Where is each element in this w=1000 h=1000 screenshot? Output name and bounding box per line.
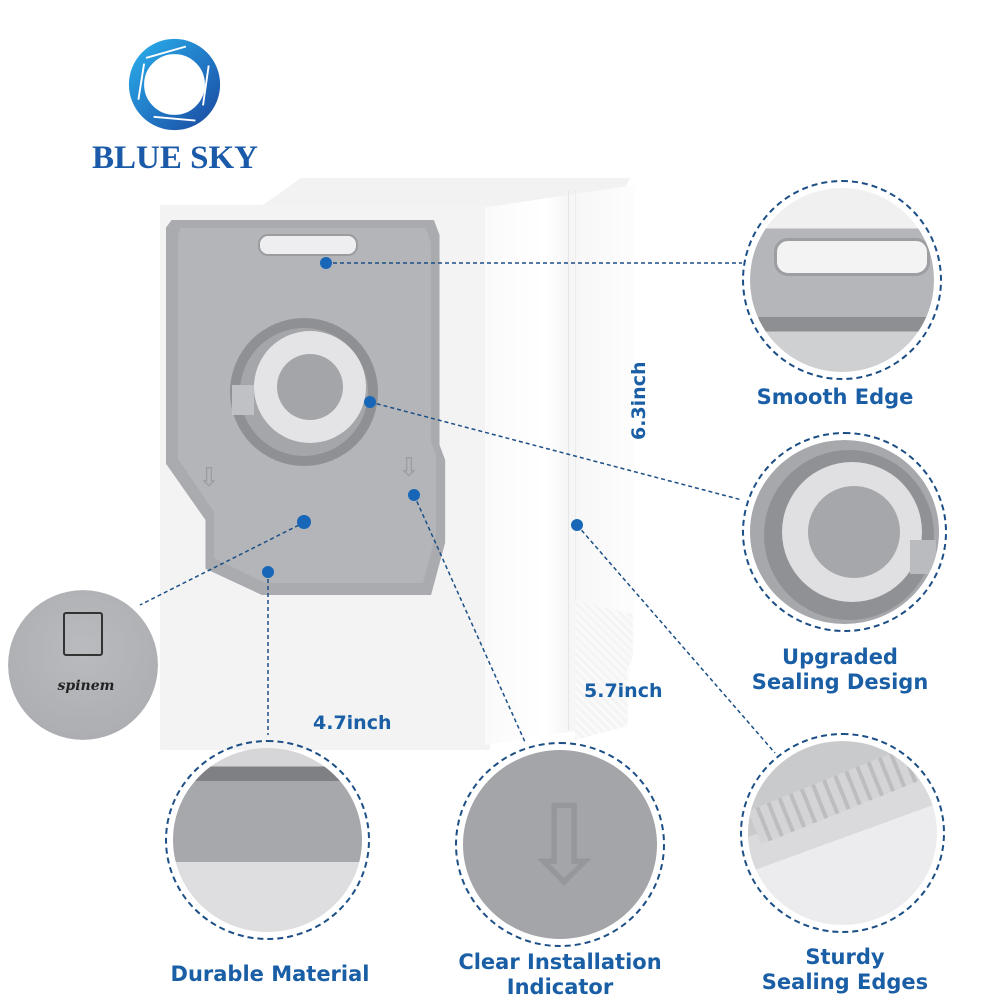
callout-dot-installation-indicator	[408, 489, 420, 501]
shopping-bag-icon	[63, 612, 103, 656]
arrow-down-icon: ⇩	[198, 463, 220, 493]
bag-sealed-edge	[575, 600, 633, 740]
callout-label-sealing-design: Upgraded Sealing Design	[751, 645, 929, 695]
callout-dot-sealing-design	[364, 396, 376, 408]
callout-installation-indicator-image: ⇩	[455, 742, 665, 947]
seal-ring-tab	[232, 385, 254, 415]
callout-dot-smooth-edge	[320, 257, 332, 269]
slot-detail	[774, 238, 930, 276]
bag-seam	[568, 190, 576, 730]
callout-label-smooth-edge: Smooth Edge	[756, 385, 914, 409]
callout-smooth-edge-image	[742, 180, 942, 380]
callout-label-installation-indicator: Clear Installation Indicator	[458, 950, 662, 1000]
callout-brand-imprint-image: spinem	[8, 590, 158, 740]
seal-ring-core	[277, 354, 343, 420]
dimension-width: 4.7inch	[313, 712, 392, 734]
callout-sealing-edges-image	[740, 733, 945, 933]
collar-slot	[258, 234, 358, 256]
brand-name: BLUE SKY	[92, 140, 258, 176]
callout-sealing-design-image	[742, 432, 947, 632]
brand-logo-icon	[127, 37, 222, 132]
callout-label-durable-material: Durable Material	[170, 962, 370, 986]
brand-imprint-text: spinem	[57, 678, 115, 694]
arrow-down-icon: ⇩	[398, 453, 420, 483]
dimension-depth: 5.7inch	[584, 680, 663, 702]
callout-durable-material-image	[165, 740, 370, 940]
callout-dot-brand-imprint	[297, 515, 311, 529]
dimension-height: 6.3inch	[628, 361, 650, 441]
callout-dot-sealing-edges	[571, 519, 583, 531]
arrow-down-icon: ⇩	[518, 781, 611, 909]
callout-label-sealing-edges: Sturdy Sealing Edges	[761, 945, 929, 995]
callout-dot-durable-material	[262, 566, 274, 578]
